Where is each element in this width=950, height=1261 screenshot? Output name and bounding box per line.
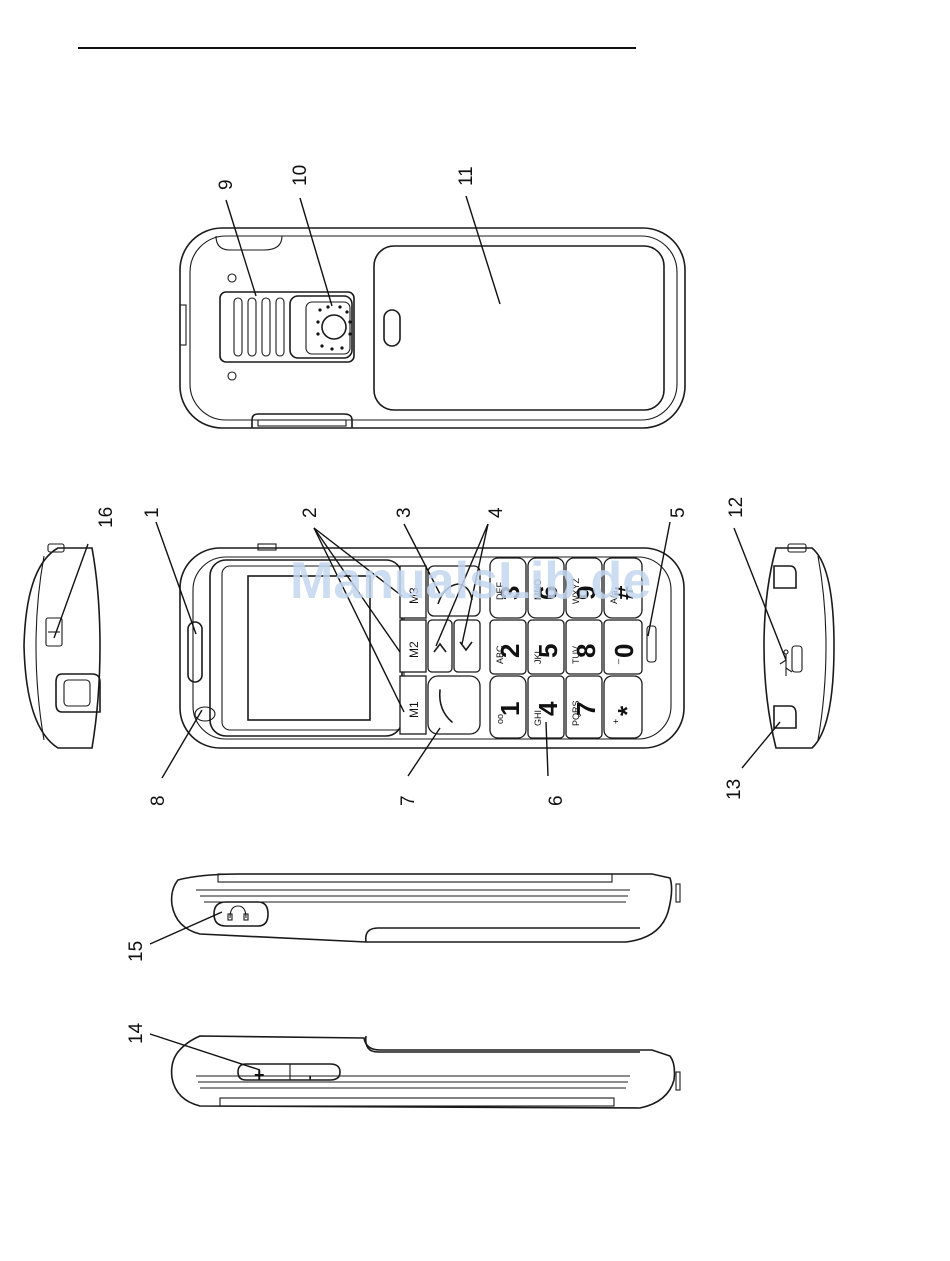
phone-bottom-end-view [764,544,834,748]
callout-3: 3 [394,507,415,518]
callout-11: 11 [456,166,477,186]
key-7-letters: PQRS [571,700,581,726]
callout-9: 9 [216,179,237,190]
key-5-letters: JKL [533,648,543,664]
key-1-digit: 1 [495,702,525,716]
nav-right-key[interactable] [454,620,480,672]
callout-15: 15 [126,941,147,962]
camera-module [290,296,352,358]
callout-13: 13 [724,779,745,800]
key-8-letters: TUV [571,646,581,664]
callout-8: 8 [148,795,169,806]
headset-icon [228,906,248,920]
callout-16: 16 [96,507,117,528]
key-2-letters: ABC [495,645,505,664]
phone-left-edge-view: + - [172,1036,680,1108]
key-1-voicemail: oo [495,714,505,724]
phone-right-edge-view [172,874,680,942]
callout-14: 14 [126,1022,147,1044]
callout-2: 2 [300,507,321,518]
nav-left-key[interactable] [428,620,452,672]
callout-7: 7 [398,795,419,806]
phone-top-end-view [24,544,100,748]
key-star-symbol: * [612,705,642,716]
key-0-sub: _ [609,658,619,665]
watermark: ManualsLib.de [290,552,651,610]
callout-12: 12 [726,497,747,518]
m2-key-label: M2 [407,641,421,658]
callout-5: 5 [668,507,689,518]
callout-10: 10 [290,165,311,186]
battery-cover [374,246,664,410]
usb-icon [780,650,792,676]
callout-6: 6 [546,795,567,806]
phone-back-view [180,228,685,428]
key-0-digit: 0 [609,644,639,658]
callout-4: 4 [486,507,507,518]
headset-socket [214,902,268,926]
call-key[interactable] [428,676,480,734]
key-4-letters: GHI [533,710,543,726]
callout-1: 1 [142,507,163,518]
key-star-sub: + [611,719,621,724]
speaker-grille [234,298,284,356]
m1-key-label: M1 [407,701,421,718]
volume-minus-label: - [301,1075,317,1080]
